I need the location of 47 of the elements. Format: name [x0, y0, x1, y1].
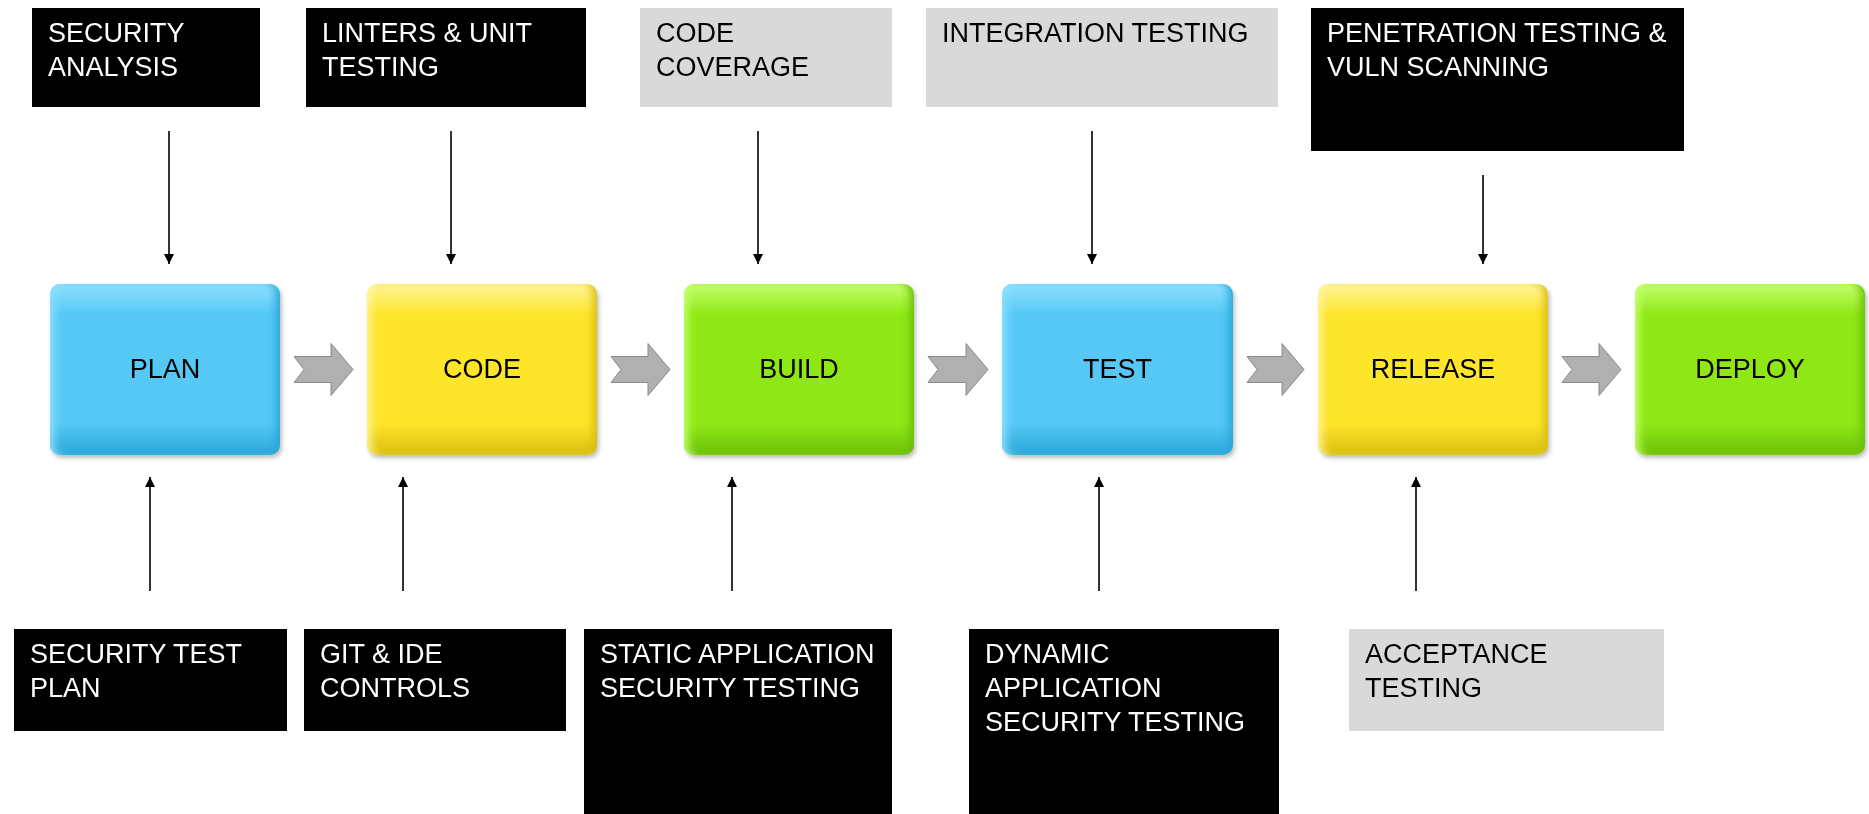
label-box: [14, 629, 287, 731]
chevron-arrow: [610, 343, 671, 396]
chevron-arrow: [927, 343, 989, 396]
activity-label: STATIC APPLICATION SECURITY TESTING: [600, 638, 876, 705]
arrow: [164, 130, 174, 265]
activity-label: SECURITY ANALYSIS: [48, 17, 186, 84]
arrow: [145, 476, 155, 592]
stage-label: PLAN: [129, 354, 201, 385]
stage-label: DEPLOY: [1695, 354, 1805, 385]
label-box: [640, 8, 892, 107]
stage-label: RELEASE: [1370, 354, 1496, 385]
arrow: [1411, 476, 1421, 592]
stage-box: [1635, 284, 1865, 455]
activity-label: PENETRATION TESTING & VULN SCANNING: [1327, 17, 1668, 84]
arrow: [1478, 174, 1488, 265]
arrow: [398, 476, 408, 592]
arrow: [1087, 130, 1097, 265]
stage-box: [684, 284, 914, 455]
stage-box: [50, 284, 280, 455]
chevron-arrow: [293, 343, 354, 396]
stage-label: TEST: [1083, 354, 1152, 385]
label-box: [969, 629, 1279, 814]
arrow: [1094, 476, 1104, 592]
chevron-arrow: [1246, 343, 1305, 396]
arrow: [727, 476, 737, 592]
label-box: [1311, 8, 1684, 151]
label-box: [32, 8, 260, 107]
label-box: [1349, 629, 1664, 731]
activity-label: INTEGRATION TESTING: [942, 17, 1250, 50]
activity-label: GIT & IDE CONTROLS: [320, 638, 472, 705]
activity-label: CODE COVERAGE: [656, 17, 811, 84]
stage-box: [1318, 284, 1548, 455]
stage-box: [1002, 284, 1233, 455]
arrow: [446, 130, 456, 265]
label-box: [584, 629, 892, 814]
label-box: [306, 8, 586, 107]
activity-label: ACCEPTANCE TESTING: [1365, 638, 1549, 705]
stage-box: [367, 284, 597, 455]
label-box: [926, 8, 1278, 107]
activity-label: LINTERS & UNIT TESTING: [322, 17, 533, 84]
activity-label: SECURITY TEST PLAN: [30, 638, 243, 705]
arrow: [753, 130, 763, 265]
activity-label: DYNAMIC APPLICATION SECURITY TESTING: [985, 638, 1247, 739]
stage-label: BUILD: [759, 354, 839, 385]
label-box: [304, 629, 566, 731]
chevron-arrow: [1561, 343, 1622, 396]
stage-label: CODE: [443, 354, 521, 385]
